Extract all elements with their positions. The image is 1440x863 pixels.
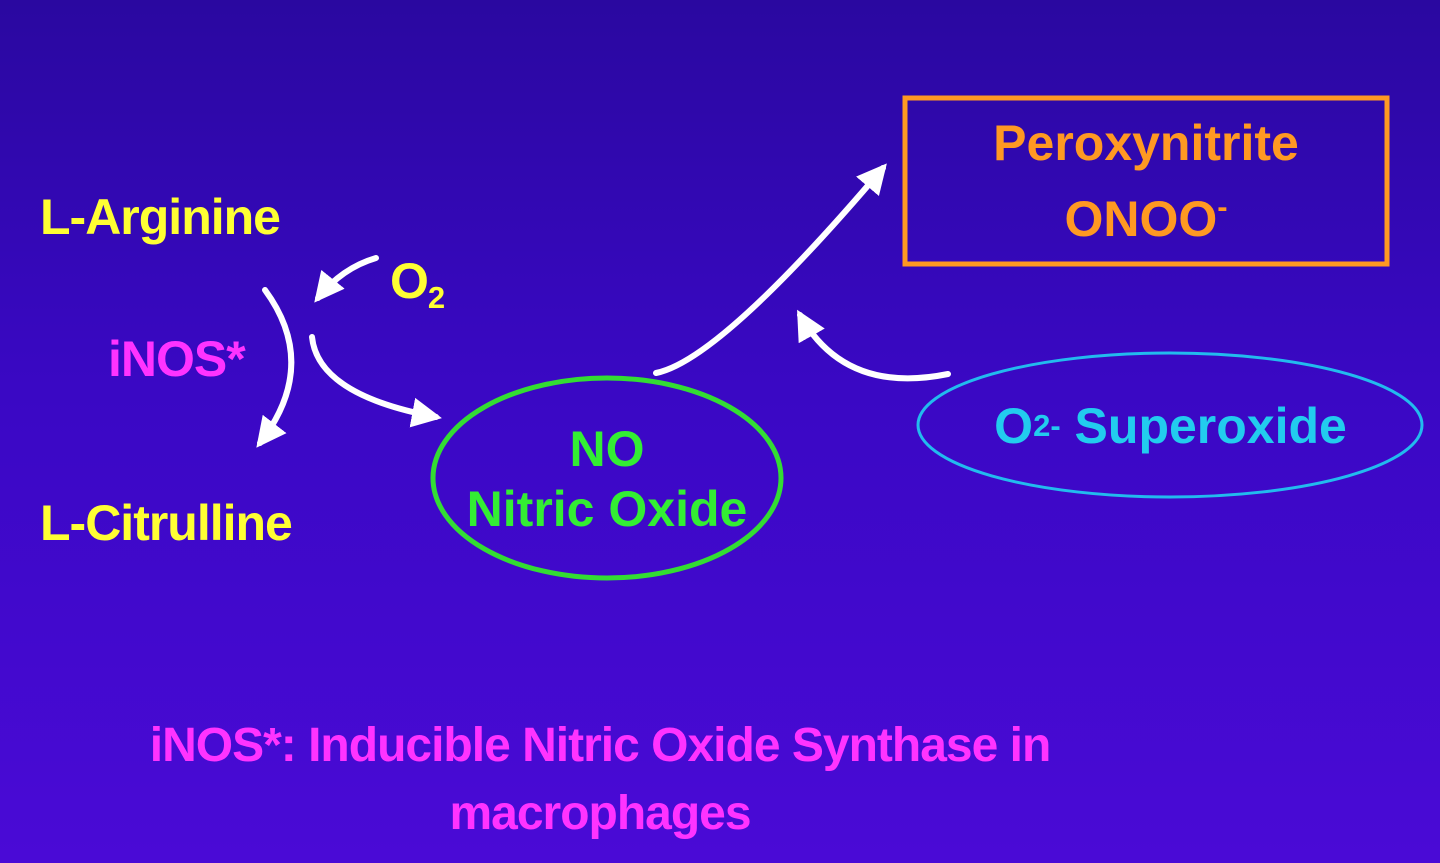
superoxide-ellipse (916, 351, 1424, 499)
nitric-oxide-to-peroxynitrite-arrow (653, 163, 887, 376)
nitric-oxide-node: NO Nitric Oxide (432, 377, 782, 580)
footnote: iNOS*: Inducible Nitric Oxide Synthase i… (40, 712, 1160, 848)
nitric-oxide-name: Nitric Oxide (466, 480, 748, 537)
oxygen-subscript: 2 (427, 279, 445, 315)
footnote-line2: macrophages (449, 787, 751, 840)
superoxide-base: O (994, 398, 1034, 454)
oxygen-label: O2 (390, 252, 445, 316)
oxygen-input-arrow (314, 255, 379, 303)
footnote-line1: iNOS*: Inducible Nitric Oxide Synthase i… (149, 719, 1052, 772)
superoxide-subscript: 2 (1033, 408, 1051, 443)
superoxide-charge: - (1050, 408, 1061, 443)
peroxynitrite-formula: ONOO (1064, 191, 1218, 248)
peroxynitrite-box (902, 95, 1390, 267)
nitric-oxide-formula: NO (569, 420, 645, 477)
oxygen-base: O (390, 253, 429, 309)
l-citrulline-label: L-Citrulline (40, 495, 293, 551)
to-nitric-oxide-arrow (309, 334, 442, 428)
l-arginine-label: L-Arginine (40, 189, 281, 245)
peroxynitrite-node: Peroxynitrite ONOO- (905, 98, 1387, 264)
inos-label: iNOS* (108, 331, 246, 387)
peroxynitrite-name: Peroxynitrite (993, 114, 1299, 171)
arginine-to-citrulline-arrow (256, 287, 295, 448)
superoxide-name: Superoxide (1074, 398, 1347, 454)
nitric-oxide-ellipse (430, 375, 784, 581)
peroxynitrite-charge: - (1217, 188, 1228, 224)
superoxide-to-reaction-arrow (797, 309, 951, 382)
peroxynitrite-formula-line: ONOO- (1064, 175, 1227, 251)
